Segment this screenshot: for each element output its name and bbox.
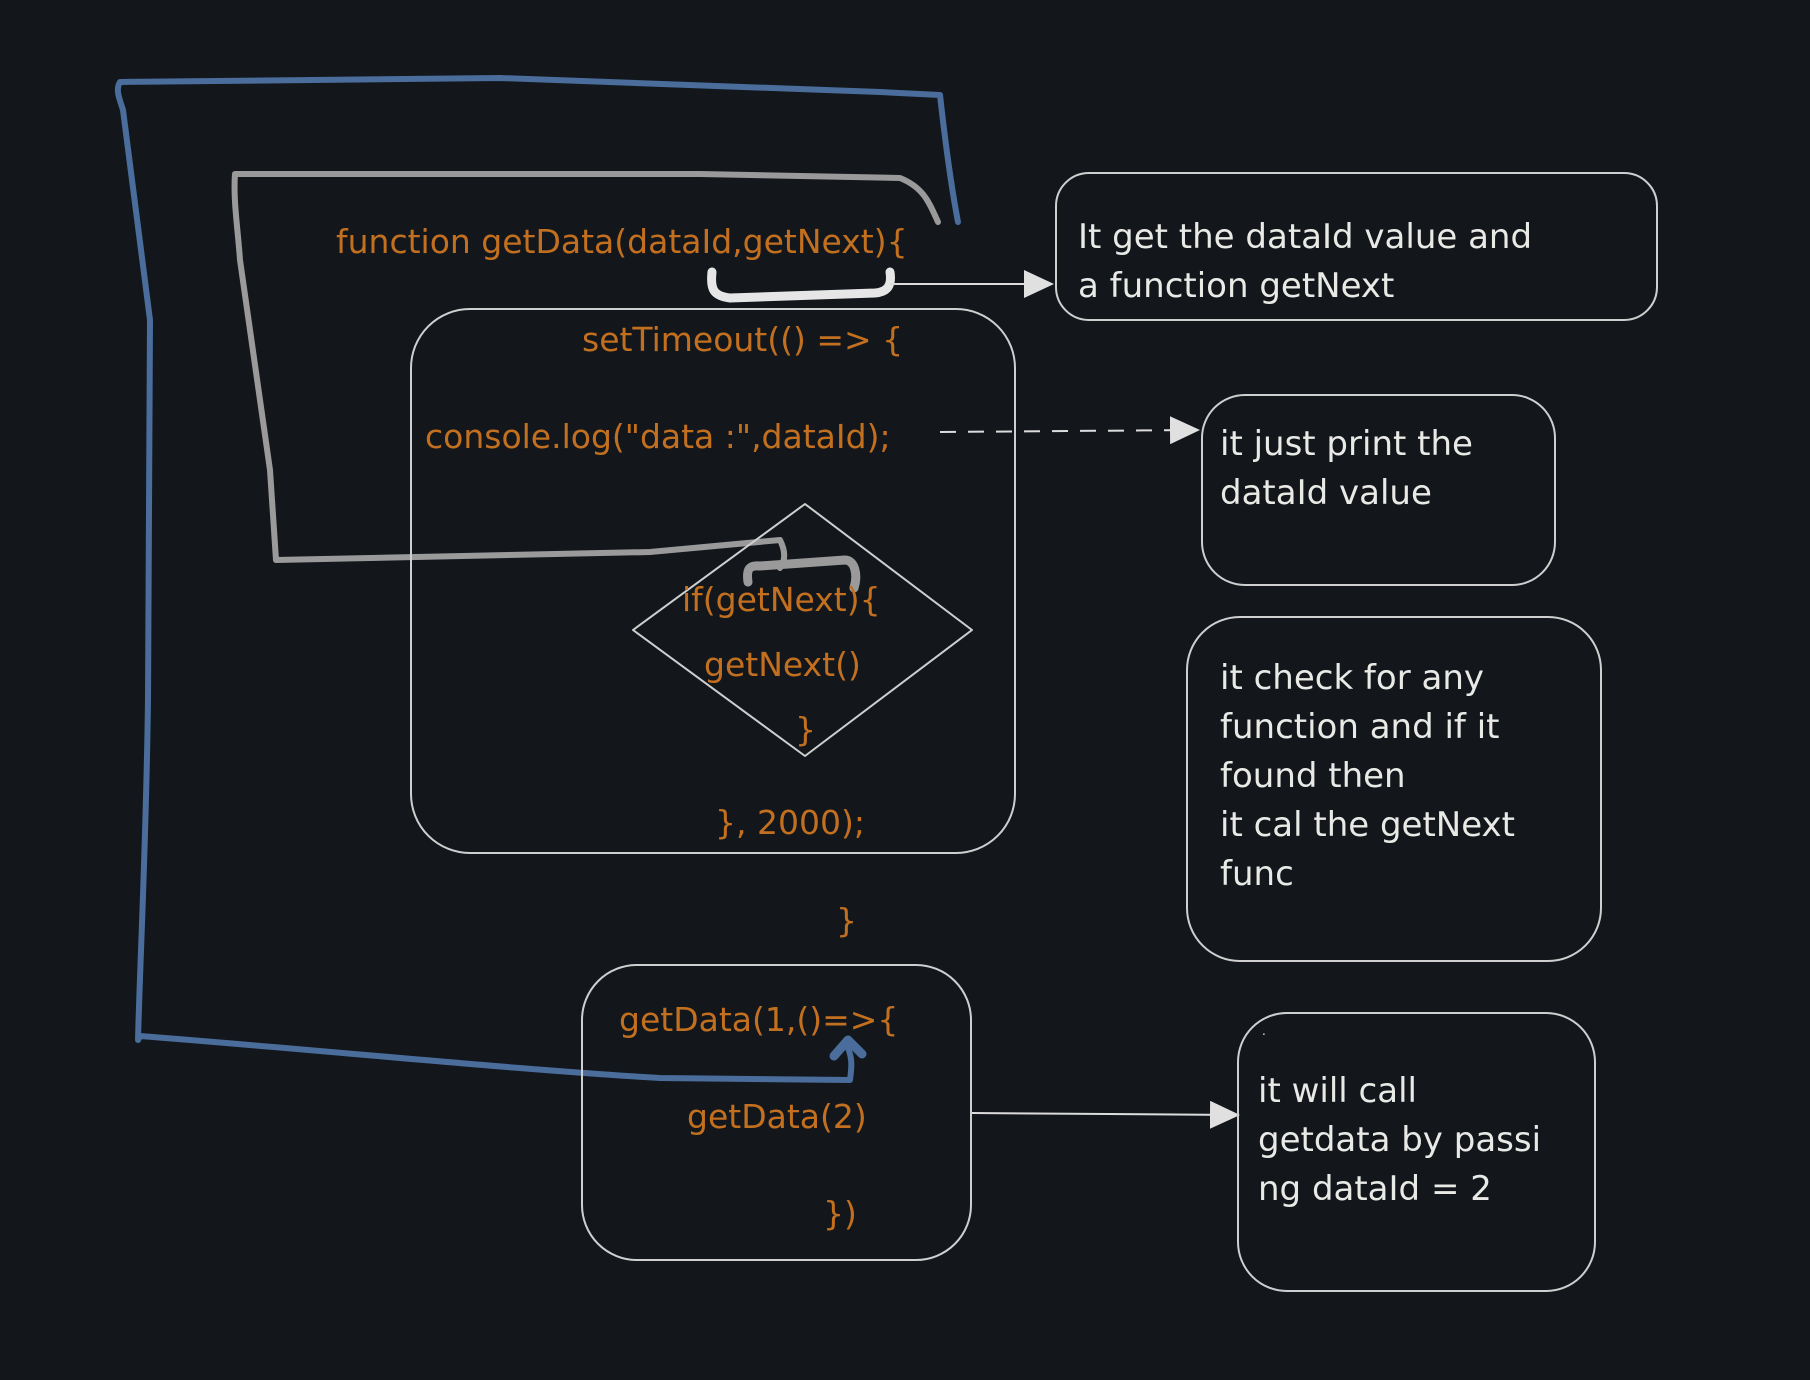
note-params: It get the dataId value and a function g… xyxy=(1078,217,1533,306)
code-function-header: function getData(dataId,getNext){ xyxy=(336,222,908,261)
code-if-close: } xyxy=(795,710,816,749)
note-print-frame xyxy=(1201,394,1556,586)
note-params-frame xyxy=(1055,172,1658,321)
params-bracket xyxy=(707,267,895,303)
code-timeout-close: }, 2000); xyxy=(715,803,865,842)
code-call-line1: getData(1,()=>{ xyxy=(619,1000,899,1039)
if-getnext-bracket xyxy=(743,555,861,593)
note-call-frame xyxy=(1237,1012,1596,1292)
code-function-close: } xyxy=(836,901,857,940)
call-frame xyxy=(581,964,972,1261)
if-diamond xyxy=(632,503,973,757)
note-check: it check for any function and if it foun… xyxy=(1220,658,1516,894)
blue-loop-connector xyxy=(114,75,961,1083)
print-arrow xyxy=(939,416,1200,445)
code-call-line2: getData(2) xyxy=(687,1097,867,1136)
code-call-next: getNext() xyxy=(704,645,861,684)
note-check-frame xyxy=(1186,616,1602,962)
code-console-log: console.log("data :",dataId); xyxy=(425,417,891,456)
code-if-line: if(getNext){ xyxy=(682,580,881,619)
blue-loop-arrowhead xyxy=(829,1035,867,1061)
note-call-dot: . xyxy=(1262,1024,1266,1038)
note-call: it will call getdata by passi ng dataId … xyxy=(1258,1071,1542,1209)
call-arrow xyxy=(971,1100,1240,1129)
settimeout-frame xyxy=(410,308,1016,854)
note-print: it just print the dataId value xyxy=(1220,424,1473,513)
gray-loop-connector xyxy=(231,171,941,571)
code-settimeout: setTimeout(() => { xyxy=(582,320,904,359)
code-call-line3: }) xyxy=(823,1194,857,1233)
